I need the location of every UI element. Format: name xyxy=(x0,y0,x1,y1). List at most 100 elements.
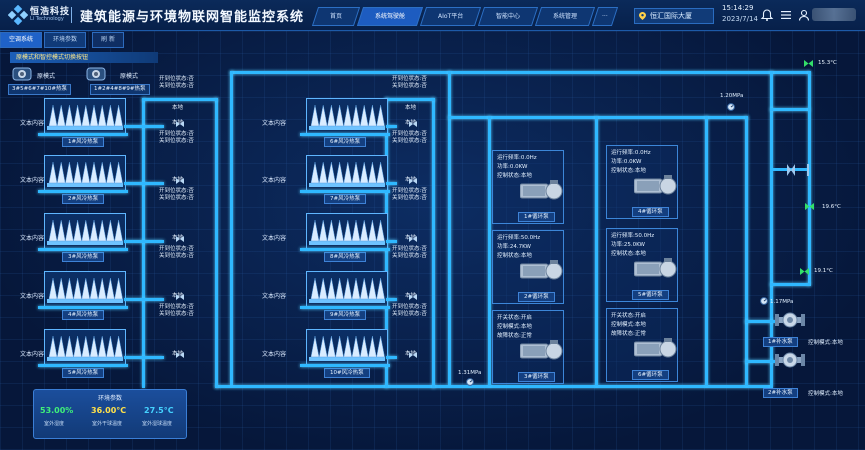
valve-icon[interactable] xyxy=(176,169,184,184)
left-collector-pipe xyxy=(142,98,145,388)
mode-label: 原模式 xyxy=(37,73,56,80)
cooling-tower[interactable] xyxy=(44,155,126,191)
nav-tab-label: 系统管理 xyxy=(553,13,578,20)
left-return-riser xyxy=(215,98,218,388)
mid-return-riser xyxy=(432,98,435,388)
valve-status: 开到位状态:否关到位状态:否 xyxy=(159,76,194,90)
replen-pipe xyxy=(745,320,775,323)
tower-side-text: 文本内容 xyxy=(262,235,287,242)
tower-side-text: 文本内容 xyxy=(20,351,45,358)
tower-label: 1#风冷热泵 xyxy=(62,137,105,147)
tower-base-pipe xyxy=(300,248,390,251)
valve-icon[interactable] xyxy=(409,169,417,184)
pressure-reading: 1.17MPa xyxy=(770,299,794,305)
pump-column-pipe xyxy=(705,116,708,386)
pump-status-line: 控制状态:本地 xyxy=(611,251,646,257)
nav-tab-system-admin[interactable]: 系统管理 xyxy=(535,7,596,26)
pump-info: 开关状态:开启控制模式:本地故障状态:正常 xyxy=(611,312,646,339)
valve-icon[interactable] xyxy=(409,285,417,300)
user-name-blurred[interactable] xyxy=(812,8,856,21)
nav-tab-cockpit[interactable]: 系统驾驶舱 xyxy=(356,7,424,26)
pressure-gauge-icon xyxy=(727,103,735,111)
mode-switch-icon[interactable] xyxy=(86,67,106,81)
valve-icon[interactable] xyxy=(409,227,417,242)
cooling-tower[interactable] xyxy=(306,213,388,249)
cooling-tower[interactable] xyxy=(306,155,388,191)
avatar-icon[interactable] xyxy=(797,8,811,22)
mode-switch-icon[interactable] xyxy=(12,67,32,81)
sub-tabs: 空调系统 环境参数 刷 新 xyxy=(0,32,124,48)
tower-label: 4#风冷热泵 xyxy=(62,310,105,320)
replenish-pump-label: 1#补水泵 xyxy=(763,337,798,347)
nav-tab-label: 首页 xyxy=(330,13,343,20)
tab-env-params[interactable]: 环境参数 xyxy=(44,32,87,48)
bell-icon[interactable] xyxy=(760,8,774,22)
valve-status: 开到位状态:否关到位状态:否 xyxy=(392,304,427,318)
pump-motor-icon xyxy=(633,175,678,197)
refresh-button[interactable]: 刷 新 xyxy=(92,32,124,48)
pump-status-line: 运行频率:0.0Hz xyxy=(497,155,537,161)
cooling-tower[interactable] xyxy=(44,213,126,249)
tower-side-text: 文本内容 xyxy=(20,177,45,184)
tower-side-text: 文本内容 xyxy=(20,293,45,300)
tower-label: 6#风冷热泵 xyxy=(324,137,367,147)
cooling-tower[interactable] xyxy=(306,271,388,307)
pump-status-line: 控制状态:本地 xyxy=(611,168,646,174)
valve-icon[interactable] xyxy=(176,112,184,127)
pump-status-line: 功率:24.7KW xyxy=(497,244,531,250)
replenish-pump-icon[interactable] xyxy=(775,312,805,328)
replenish-pump-icon[interactable] xyxy=(775,352,805,368)
nav-tab-aiot[interactable]: AIoT平台 xyxy=(419,7,482,26)
tower-label: 5#风冷热泵 xyxy=(62,368,105,378)
location-name: 恒汇国际大厦 xyxy=(650,12,692,20)
settings-list-icon[interactable] xyxy=(779,8,793,22)
tower-branch-pipe xyxy=(386,182,397,185)
right-outer-pipe xyxy=(808,71,811,286)
mode-switch-strip[interactable]: 原模式和智控模式切换按钮 xyxy=(10,52,158,63)
pump-motor-icon xyxy=(519,260,564,282)
valve-close-status: 关到位状态:否 xyxy=(159,138,194,144)
nav-more-button[interactable]: ··· xyxy=(592,7,619,26)
green-valve-icon[interactable] xyxy=(805,203,814,210)
valve-icon[interactable] xyxy=(176,343,184,358)
pump-status-line: 故障状态:正常 xyxy=(497,333,532,339)
pump-status-line: 控制状态:本地 xyxy=(497,253,532,259)
valve-open-status: 开到位状态:否 xyxy=(159,304,194,310)
valve-open-status: 开到位状态:否 xyxy=(392,76,427,82)
cooling-tower[interactable] xyxy=(306,98,388,134)
replenish-pump-mode: 控制模式:本地 xyxy=(808,340,843,346)
cooling-tower[interactable] xyxy=(306,329,388,365)
pump-motor-icon xyxy=(633,258,678,280)
location-selector[interactable]: 恒汇国际大厦 xyxy=(634,8,714,24)
nav-tab-home[interactable]: 首页 xyxy=(311,7,361,26)
pump-motor-icon xyxy=(519,340,564,362)
right-branch-pipe xyxy=(770,283,810,286)
valve-icon[interactable] xyxy=(176,227,184,242)
pump-status-line: 功率:0.0KW xyxy=(497,164,528,170)
tower-side-text: 文本内容 xyxy=(20,235,45,242)
valve-icon[interactable] xyxy=(409,343,417,358)
pump-status-line: 控制模式:本地 xyxy=(611,322,646,328)
pump-label: 3#循环泵 xyxy=(518,372,555,382)
green-valve-icon[interactable] xyxy=(800,268,809,275)
valve-icon[interactable] xyxy=(176,285,184,300)
mode-value: 3#5#6#7#10#热泵 xyxy=(8,84,72,95)
valve-icon[interactable] xyxy=(409,112,417,127)
tab-hvac-system[interactable]: 空调系统 xyxy=(0,32,43,48)
replenish-pump-mode: 控制模式:本地 xyxy=(808,391,843,397)
cooling-tower[interactable] xyxy=(44,329,126,365)
valve-open-status: 开到位状态:否 xyxy=(159,131,194,137)
pump-info: 开关状态:开启控制模式:本地故障状态:正常 xyxy=(497,314,532,341)
tower-branch-pipe xyxy=(124,240,164,243)
tower-branch-pipe xyxy=(124,125,164,128)
nav-tab-smart-center[interactable]: 智能中心 xyxy=(478,7,539,26)
tower-base-pipe xyxy=(38,133,128,136)
right-branch-pipe xyxy=(770,108,810,111)
cooling-tower[interactable] xyxy=(44,98,126,134)
cooling-tower[interactable] xyxy=(44,271,126,307)
green-valve-icon[interactable] xyxy=(804,60,813,67)
valve-open-status: 开到位状态:否 xyxy=(392,188,427,194)
